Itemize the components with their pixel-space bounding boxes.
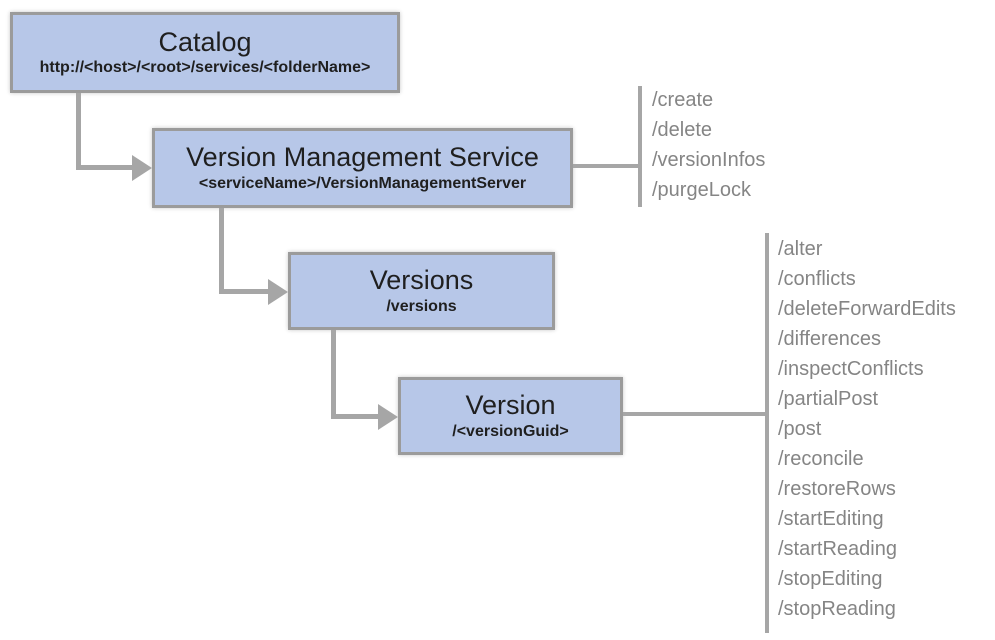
node-catalog: Catalog http://<host>/<root>/services/<f…: [10, 12, 400, 93]
operation-label: /reconcile: [778, 448, 864, 470]
connector-version-to-operations: [623, 412, 767, 416]
connector-vms-to-operations: [573, 164, 640, 168]
operation-label: /stopEditing: [778, 568, 883, 590]
node-version-title: Version: [465, 390, 556, 421]
node-versions-url: /versions: [386, 297, 457, 315]
arrowhead-icon: [268, 279, 288, 305]
operation-label: /startEditing: [778, 508, 884, 530]
node-vms-url: <serviceName>/VersionManagementServer: [198, 174, 527, 192]
version-operations-bracket: [765, 233, 769, 633]
operation-label: /inspectConflicts: [778, 358, 924, 380]
connector-catalog-to-vms-horizontal: [76, 165, 134, 170]
connector-catalog-to-vms-vertical: [76, 93, 81, 170]
operation-label: /startReading: [778, 538, 897, 560]
connector-vms-to-versions-horizontal: [219, 289, 270, 294]
operation-label: /create: [652, 89, 714, 111]
arrowhead-icon: [378, 404, 398, 430]
node-vms-title: Version Management Service: [186, 142, 539, 173]
version-operations-list: /alter/conflicts/deleteForwardEdits/diff…: [778, 234, 956, 624]
operation-label: /purgeLock: [652, 179, 751, 201]
operation-label: /delete: [652, 119, 713, 141]
node-versions: Versions /versions: [288, 252, 555, 330]
connector-versions-to-version-vertical: [331, 330, 336, 419]
node-versions-title: Versions: [369, 265, 474, 296]
operation-label: /conflicts: [778, 268, 856, 290]
connector-versions-to-version-horizontal: [331, 414, 380, 419]
operation-label: /deleteForwardEdits: [778, 298, 956, 320]
operation-label: /stopReading: [778, 598, 896, 620]
node-catalog-url: http://<host>/<root>/services/<folderNam…: [39, 59, 371, 77]
operation-label: /post: [778, 418, 822, 440]
node-version-url: /<versionGuid>: [452, 422, 569, 440]
vms-operations-bracket: [638, 86, 642, 207]
operation-label: /partialPost: [778, 388, 879, 410]
operation-label: /restoreRows: [778, 478, 896, 500]
vms-operations-list: /create/delete/versionInfos/purgeLock: [652, 85, 765, 205]
operation-label: /differences: [778, 328, 882, 350]
node-catalog-title: Catalog: [158, 26, 252, 57]
arrowhead-icon: [132, 155, 152, 181]
operation-label: /versionInfos: [652, 149, 766, 171]
operation-label: /alter: [778, 238, 823, 260]
node-version-management-service: Version Management Service <serviceName>…: [152, 128, 573, 208]
node-version: Version /<versionGuid>: [398, 377, 623, 455]
connector-vms-to-versions-vertical: [219, 208, 224, 294]
